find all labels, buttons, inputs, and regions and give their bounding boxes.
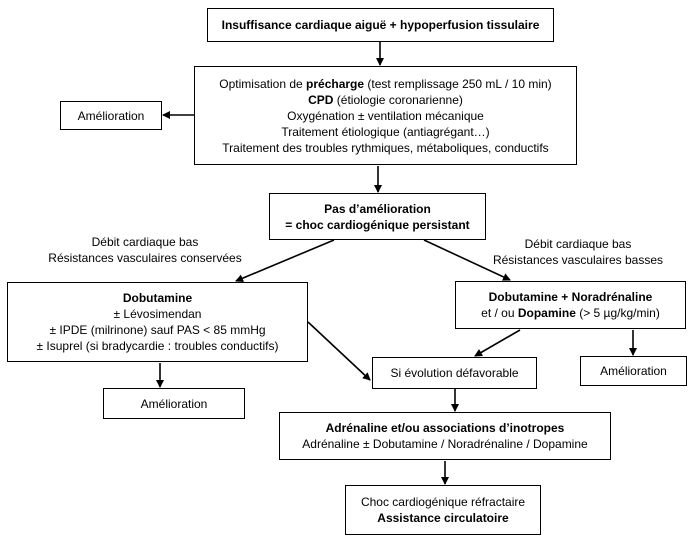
arrow-pas-to-dobu-nora bbox=[423, 239, 511, 281]
evolution-label: Si évolution défavorable bbox=[390, 366, 519, 380]
amelioration-mid-label: Amélioration bbox=[140, 396, 208, 411]
label-right: Débit cardiaque bas Résistances vasculai… bbox=[478, 236, 678, 268]
label-left-line-2: Résistances vasculaires conservées bbox=[48, 251, 242, 265]
start-title: Insuffisance cardiaque aiguë + hypoperfu… bbox=[221, 18, 540, 32]
dobutamine-line-3: ± IPDE (milrinone) sauf PAS < 85 mmHg bbox=[49, 323, 266, 337]
start-box: Insuffisance cardiaque aiguë + hypoperfu… bbox=[207, 8, 554, 42]
optim-line-1: Optimisation de précharge (test rempliss… bbox=[219, 76, 551, 92]
optim-line-1-bold: précharge bbox=[306, 76, 365, 91]
optim-line-5: Traitement des troubles rythmiques, méta… bbox=[222, 140, 549, 155]
refractaire-line-1: Choc cardiogénique réfractaire bbox=[360, 495, 526, 509]
dobu-nora-line-2-suffix: (> 5 µg/kg/min) bbox=[575, 306, 660, 320]
dobutamine-box: Dobutamine ± Lévosimendan ± IPDE (milrin… bbox=[7, 282, 308, 362]
label-right-line-1: Débit cardiaque bas bbox=[524, 237, 632, 251]
arrow-dobu-nora-to-evolution bbox=[474, 329, 521, 357]
amelioration-box-left: Amélioration bbox=[60, 101, 162, 130]
optim-line-3: Oxygénation ± ventilation mécanique bbox=[287, 108, 484, 123]
refractaire-box: Choc cardiogénique réfractaire Assistanc… bbox=[345, 485, 541, 535]
arrow-pas-to-dobutamine bbox=[235, 239, 335, 282]
dobutamine-title: Dobutamine bbox=[122, 291, 193, 305]
optim-line-2-suffix: (étiologie coronarienne) bbox=[333, 92, 463, 107]
pas-amelioration-line-1: Pas d’amélioration bbox=[324, 201, 431, 216]
optim-line-2-bold: CPD bbox=[308, 92, 334, 107]
label-left-line-1: Débit cardiaque bas bbox=[91, 235, 199, 249]
dobu-nora-line-2: et / ou Dopamine (> 5 µg/kg/min) bbox=[481, 305, 660, 321]
pas-amelioration-box: Pas d’amélioration = choc cardiogénique … bbox=[269, 193, 486, 240]
amelioration-box-right: Amélioration bbox=[580, 356, 687, 386]
evolution-box: Si évolution défavorable bbox=[372, 357, 537, 389]
dobutamine-line-4: ± Isuprel (si bradycardie : troubles con… bbox=[36, 339, 279, 353]
optim-line-1-suffix: (test remplissage 250 mL / 10 min) bbox=[364, 76, 552, 91]
pas-amelioration-line-2: = choc cardiogénique persistant bbox=[285, 217, 470, 232]
optimisation-box: Optimisation de précharge (test rempliss… bbox=[194, 66, 577, 165]
dobu-nora-line-1: Dobutamine + Noradrénaline bbox=[488, 290, 653, 304]
amelioration-right-label: Amélioration bbox=[600, 364, 667, 378]
amelioration-box-mid: Amélioration bbox=[103, 388, 245, 419]
optim-line-4: Traitement étiologique (antiagrégant…) bbox=[281, 124, 490, 139]
dobu-nora-line-2-bold: Dopamine bbox=[517, 306, 576, 320]
optim-line-2: CPD (étiologie coronarienne) bbox=[308, 92, 463, 108]
adrenaline-box: Adrénaline et/ou associations d’inotrope… bbox=[279, 412, 611, 460]
adrenaline-line-1: Adrénaline et/ou associations d’inotrope… bbox=[325, 421, 565, 435]
label-left: Débit cardiaque bas Résistances vasculai… bbox=[40, 234, 250, 266]
dobu-nora-box: Dobutamine + Noradrénaline et / ou Dopam… bbox=[455, 281, 686, 329]
amelioration-left-label: Amélioration bbox=[77, 108, 145, 123]
dobutamine-line-2: ± Lévosimendan bbox=[113, 307, 202, 321]
label-right-line-2: Résistances vasculaires basses bbox=[492, 253, 664, 267]
adrenaline-line-2: Adrénaline ± Dobutamine / Noradrénaline … bbox=[302, 437, 588, 451]
dobu-nora-line-2-prefix: et / ou bbox=[481, 306, 518, 320]
refractaire-line-2: Assistance circulatoire bbox=[377, 511, 509, 525]
arrow-dobutamine-to-evolution bbox=[307, 321, 371, 381]
optim-line-1-prefix: Optimisation de bbox=[219, 76, 307, 91]
